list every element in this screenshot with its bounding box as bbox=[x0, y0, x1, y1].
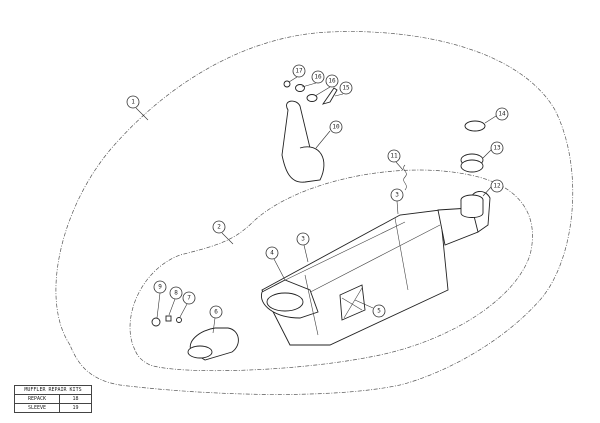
callout-16: 16 bbox=[325, 74, 339, 88]
table-title: MUFFLER REPAIR KITS bbox=[14, 385, 92, 395]
nut-8 bbox=[165, 315, 172, 322]
callout-13: 13 bbox=[490, 141, 504, 155]
svg-text:1: 1 bbox=[131, 99, 135, 106]
spring bbox=[403, 164, 407, 191]
svg-text:15: 15 bbox=[342, 85, 350, 92]
svg-text:12: 12 bbox=[493, 183, 501, 190]
bolt-15 bbox=[321, 87, 338, 105]
callout-6: 6 bbox=[209, 305, 223, 319]
callout-4: 4 bbox=[265, 246, 279, 260]
washer-7 bbox=[176, 317, 182, 323]
callout-12: 12 bbox=[490, 179, 504, 193]
svg-text:16: 16 bbox=[328, 78, 336, 85]
callout-5: 5 bbox=[372, 304, 386, 318]
callout-2: 2 bbox=[212, 220, 226, 234]
muffler bbox=[261, 191, 491, 346]
clamp-14 bbox=[464, 120, 486, 132]
callout-8: 8 bbox=[169, 286, 183, 300]
callout-9: 9 bbox=[153, 280, 167, 294]
washer-16a bbox=[306, 94, 318, 102]
svg-text:3: 3 bbox=[395, 192, 399, 199]
callout-3: 3 bbox=[296, 232, 310, 246]
leader-lines bbox=[135, 76, 497, 334]
svg-text:16: 16 bbox=[314, 74, 322, 81]
svg-text:11: 11 bbox=[390, 153, 398, 160]
svg-text:5: 5 bbox=[377, 308, 381, 315]
callout-3: 3 bbox=[390, 188, 404, 202]
bracket bbox=[281, 100, 325, 183]
svg-text:13: 13 bbox=[493, 145, 501, 152]
clamp-13-band bbox=[460, 159, 484, 173]
callout-1: 1 bbox=[126, 95, 140, 109]
callout-10: 10 bbox=[329, 120, 343, 134]
callout-17: 17 bbox=[292, 64, 306, 78]
svg-text:6: 6 bbox=[214, 309, 218, 316]
svg-text:14: 14 bbox=[498, 111, 506, 118]
end-cap bbox=[187, 327, 239, 361]
svg-text:17: 17 bbox=[295, 68, 303, 75]
sleeve-12-body bbox=[460, 200, 484, 218]
washer-9 bbox=[151, 317, 161, 327]
svg-text:3: 3 bbox=[301, 236, 305, 243]
callout-16: 16 bbox=[311, 70, 325, 84]
nut-17 bbox=[283, 80, 291, 88]
kit-1-boundary bbox=[55, 31, 574, 395]
svg-text:9: 9 bbox=[158, 284, 162, 291]
svg-text:7: 7 bbox=[187, 295, 191, 302]
svg-text:2: 2 bbox=[217, 224, 221, 231]
callout-15: 15 bbox=[339, 81, 353, 95]
washer-16b bbox=[295, 84, 305, 92]
svg-text:8: 8 bbox=[174, 290, 178, 297]
callout-11: 11 bbox=[387, 149, 401, 163]
kit-2-boundary bbox=[129, 169, 533, 372]
svg-text:4: 4 bbox=[270, 250, 274, 257]
callout-14: 14 bbox=[495, 107, 509, 121]
callout-7: 7 bbox=[182, 291, 196, 305]
svg-text:10: 10 bbox=[332, 124, 340, 131]
